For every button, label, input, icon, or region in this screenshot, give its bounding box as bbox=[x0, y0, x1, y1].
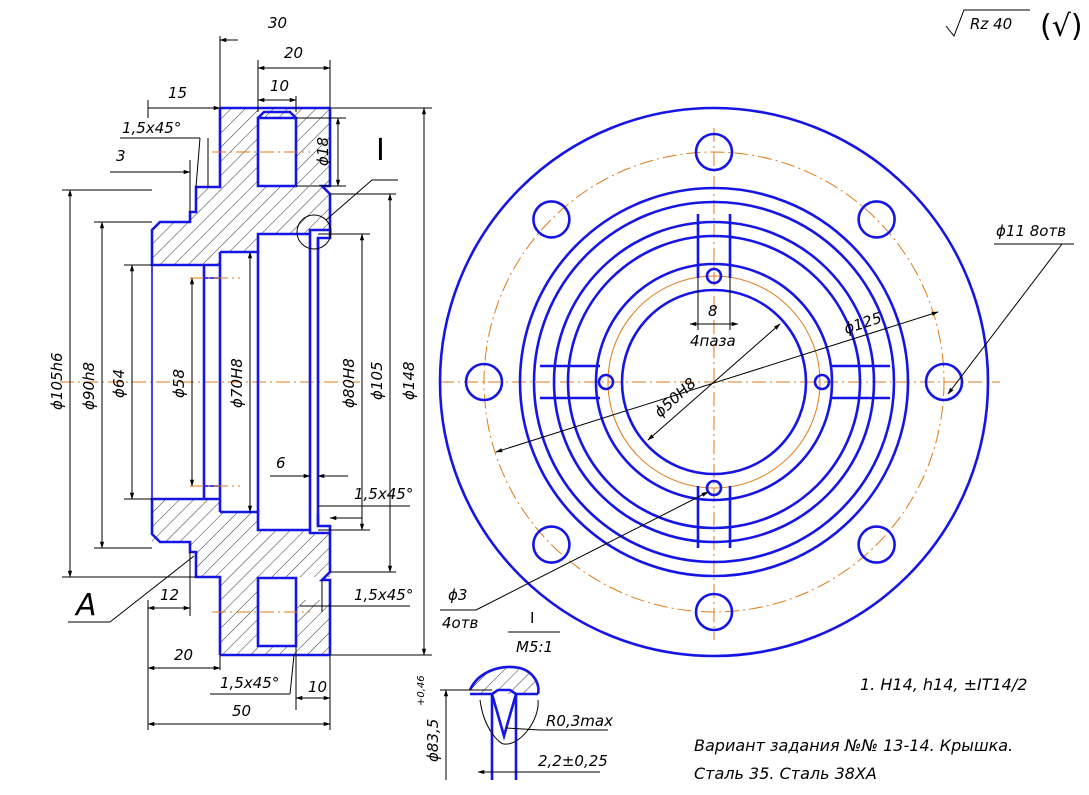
dim-105h6: ϕ105h6 bbox=[48, 352, 66, 410]
chamfer-bottom-right-label: 1,5x45° bbox=[354, 586, 413, 604]
bolt-hole bbox=[532, 525, 571, 564]
dim-10-top: 10 bbox=[270, 77, 289, 95]
step-3-label: 3 bbox=[116, 147, 126, 165]
detail-view: I M5:1 ϕ83,5 +0,46 R0,3max 2,2±0,25 bbox=[416, 609, 613, 780]
dim-slot-8: 8 bbox=[708, 302, 718, 320]
view-label-A: A bbox=[74, 588, 97, 623]
dim-groove-6: 6 bbox=[276, 454, 286, 472]
note-assignment: Вариант задания №№ 13-14. Крышка. bbox=[694, 736, 1013, 755]
dim-58: ϕ58 bbox=[170, 369, 188, 398]
detail-marker-circle bbox=[296, 214, 332, 250]
roughness-value: Rz 40 bbox=[970, 15, 1012, 33]
detail-view-scale: M5:1 bbox=[516, 638, 553, 656]
detail-diameter: ϕ83,5 bbox=[424, 719, 442, 762]
bolt-hole bbox=[857, 200, 896, 239]
dim-10-bottom: 10 bbox=[308, 678, 327, 696]
dim-bore-50H8: ϕ50H8 bbox=[651, 374, 700, 421]
chamfer-left-label: 1,5x45° bbox=[122, 119, 181, 137]
plan-view: ϕ125 ϕ50H8 8 4паза ϕ11 8отв ϕ3 4отв bbox=[438, 106, 1074, 658]
outer-flange-circle bbox=[438, 106, 990, 658]
detail-radius: R0,3max bbox=[546, 712, 613, 730]
small-holes-count: 4отв bbox=[442, 614, 478, 632]
detail-width: 2,2±0,25 bbox=[538, 752, 608, 770]
dim-12: 12 bbox=[160, 586, 179, 604]
roughness-symbol: Rz 40 (√) bbox=[945, 9, 1083, 44]
dim-15: 15 bbox=[168, 84, 187, 102]
chamfer-bottom-label: 1,5x45° bbox=[220, 674, 279, 692]
bolt-hole bbox=[532, 200, 571, 239]
bolt-holes-callout: ϕ11 8отв bbox=[996, 222, 1066, 240]
dim-70H8: ϕ70H8 bbox=[228, 358, 246, 408]
pitch-circle bbox=[483, 151, 945, 613]
note-tolerances: 1. H14, h14, ±IT14/2 bbox=[860, 675, 1027, 694]
notes: 1. H14, h14, ±IT14/2 Вариант задания №№ … bbox=[694, 675, 1027, 783]
dim-pcd-125: ϕ125 bbox=[842, 309, 884, 338]
dim-80H8: ϕ80H8 bbox=[340, 358, 358, 408]
bolt-hole bbox=[857, 525, 896, 564]
note-material: Сталь 35. Сталь 38ХА bbox=[694, 764, 877, 783]
chamfer-groove-label: 1,5x45° bbox=[354, 485, 413, 503]
roughness-remaining-mark: (√) bbox=[1040, 9, 1083, 44]
dim-hole-18: ϕ18 bbox=[314, 137, 332, 166]
section-view: I 30 20 10 15 1,5x45° 3 ϕ18 ϕ105h6 bbox=[48, 14, 432, 730]
detail-tolerance: +0,46 bbox=[416, 675, 427, 706]
bolt-hole bbox=[694, 132, 734, 172]
bolt-holes bbox=[464, 132, 964, 632]
dim-105: ϕ105 bbox=[368, 361, 386, 400]
dim-90h8: ϕ90h8 bbox=[80, 362, 98, 410]
slot-count-label: 4паза bbox=[690, 332, 736, 350]
dim-20-top: 20 bbox=[284, 44, 303, 62]
dim-64: ϕ64 bbox=[110, 369, 128, 398]
detail-view-title: I bbox=[530, 609, 534, 627]
dim-20-bottom: 20 bbox=[174, 646, 193, 664]
bolt-hole bbox=[694, 592, 734, 632]
dim-148: ϕ148 bbox=[400, 361, 418, 400]
dim-50: 50 bbox=[232, 702, 251, 720]
detail-mark-label: I bbox=[376, 133, 385, 168]
small-holes-diameter: ϕ3 bbox=[448, 586, 467, 604]
dim-30: 30 bbox=[268, 14, 287, 32]
